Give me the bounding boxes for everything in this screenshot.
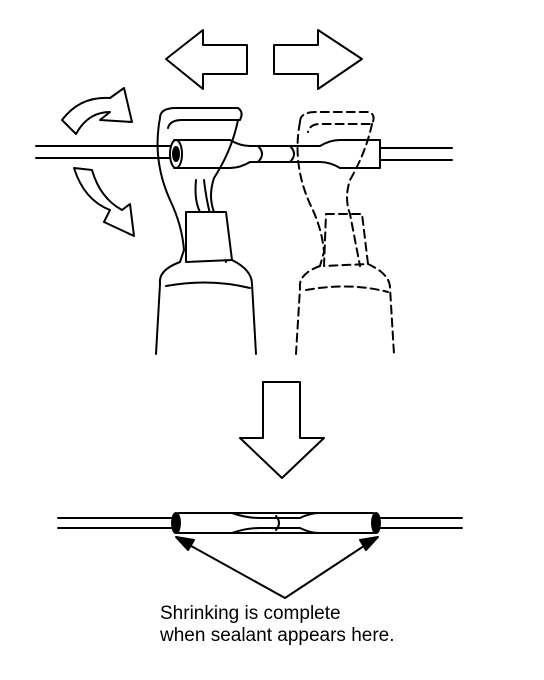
caption-line-1: Shrinking is complete — [160, 603, 341, 624]
shrink-sleeve — [169, 139, 381, 169]
move-left-arrow-icon — [165, 29, 248, 90]
rotate-arrow-icon — [61, 87, 135, 237]
heat-gun-solid — [155, 107, 257, 355]
finished-sleeve — [171, 512, 381, 534]
move-right-arrow-icon — [273, 29, 363, 90]
sealant-caption: Shrinking is complete when sealant appea… — [160, 603, 520, 647]
heat-gun-dashed — [295, 111, 395, 355]
finished-wire — [57, 517, 463, 529]
sealant-pointer-arrows — [175, 536, 379, 599]
down-arrow-icon — [239, 381, 325, 479]
wire — [35, 145, 453, 161]
caption-line-2: when sealant appears here. — [160, 625, 395, 646]
